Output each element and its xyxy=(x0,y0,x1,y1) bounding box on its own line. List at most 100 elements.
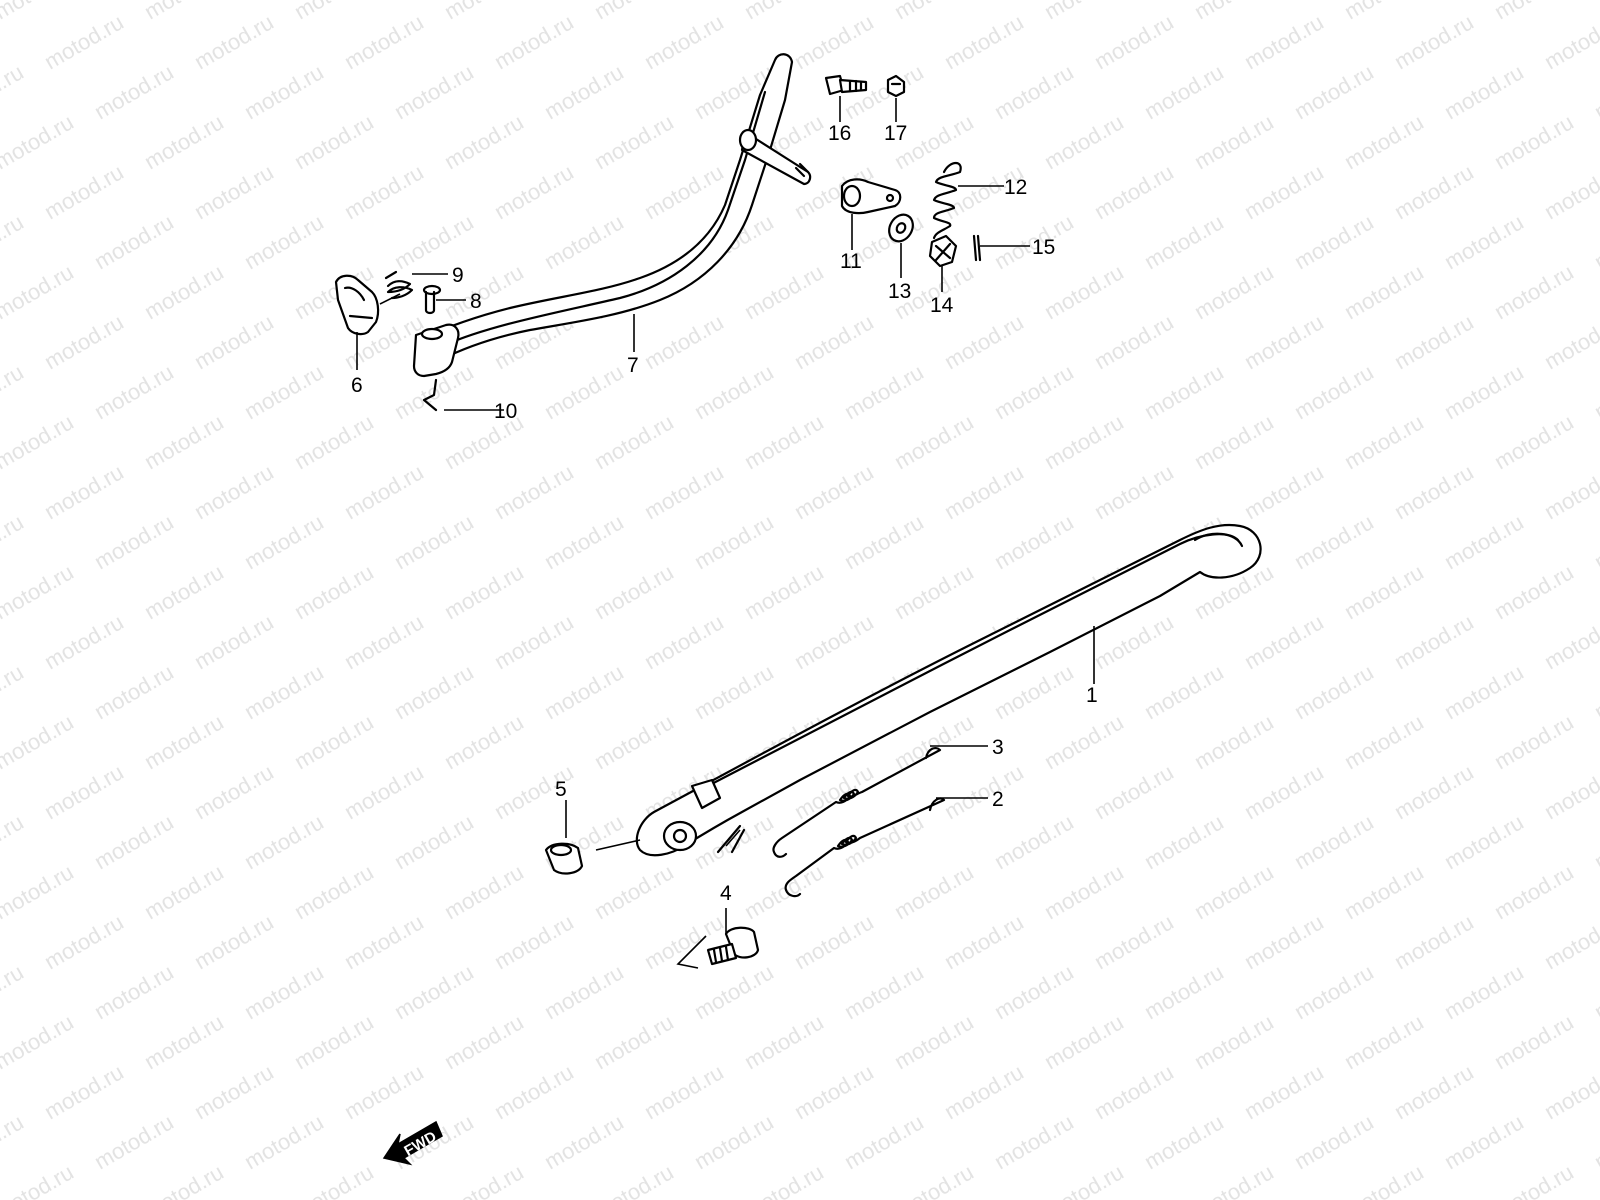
watermark-text: motod.ru xyxy=(1390,459,1478,524)
watermark-text: motod.ru xyxy=(1340,1009,1428,1074)
watermark-text: motod.ru xyxy=(390,659,478,724)
watermark-text: motod.ru xyxy=(40,159,128,224)
watermark-text: motod.ru xyxy=(540,659,628,724)
watermark-text: motod.ru xyxy=(1540,1059,1600,1124)
watermark-text: motod.ru xyxy=(1390,1059,1478,1124)
watermark-text: motod.ru xyxy=(640,159,728,224)
watermark-text: motod.ru xyxy=(490,1059,578,1124)
callout-1: 1 xyxy=(1086,684,1098,707)
watermark-text: motod.ru xyxy=(940,1059,1028,1124)
part-8-pin xyxy=(422,284,442,315)
watermark-text: motod.ru xyxy=(1540,9,1600,74)
part-15-pin xyxy=(972,234,982,262)
watermark-text: motod.ru xyxy=(640,459,728,524)
watermark-text: motod.ru xyxy=(590,1009,678,1074)
watermark-text: motod.ru xyxy=(140,859,228,924)
watermark-text: motod.ru xyxy=(90,659,178,724)
watermark-text: motod.ru xyxy=(0,559,78,624)
watermark-text: motod.ru xyxy=(740,859,828,924)
callout-8: 8 xyxy=(470,290,482,313)
watermark-text: motod.ru xyxy=(1440,509,1528,574)
callout-3: 3 xyxy=(992,736,1004,759)
callout-12: 12 xyxy=(1004,176,1027,199)
callout-11: 11 xyxy=(840,250,862,273)
watermark-text: motod.ru xyxy=(1090,9,1178,74)
watermark-text: motod.ru xyxy=(1140,1109,1228,1174)
watermark-text: motod.ru xyxy=(490,909,578,974)
watermark-text: motod.ru xyxy=(240,359,328,424)
watermark-text: motod.ru xyxy=(1290,1109,1378,1174)
callout-6: 6 xyxy=(351,374,363,397)
watermark-text: motod.ru xyxy=(540,959,628,1024)
watermark-text: motod.ru xyxy=(440,109,528,174)
watermark-text: motod.ru xyxy=(1540,759,1600,824)
watermark-text: motod.ru xyxy=(740,0,828,24)
watermark-text: motod.ru xyxy=(1290,509,1378,574)
watermark-text: motod.ru xyxy=(590,1159,678,1200)
watermark-text: motod.ru xyxy=(1440,659,1528,724)
watermark-text: motod.ru xyxy=(1340,259,1428,324)
watermark-text: motod.ru xyxy=(790,1059,878,1124)
watermark-text: motod.ru xyxy=(140,109,228,174)
watermark-text: motod.ru xyxy=(240,1109,328,1174)
watermark-text: motod.ru xyxy=(1440,209,1528,274)
watermark-text: motod.ru xyxy=(1340,409,1428,474)
watermark-text: motod.ru xyxy=(990,959,1078,1024)
watermark-text: motod.ru xyxy=(1240,159,1328,224)
watermark-text: motod.ru xyxy=(0,209,28,274)
watermark-text: motod.ru xyxy=(940,9,1028,74)
watermark-text: motod.ru xyxy=(290,559,378,624)
watermark-text: motod.ru xyxy=(140,409,228,474)
watermark-text: motod.ru xyxy=(690,959,778,1024)
watermark-text: motod.ru xyxy=(1590,59,1600,124)
watermark-text: motod.ru xyxy=(740,559,828,624)
watermark-text: motod.ru xyxy=(490,9,578,74)
watermark-text: motod.ru xyxy=(1190,259,1278,324)
watermark-text: motod.ru xyxy=(1590,1109,1600,1174)
callout-10: 10 xyxy=(494,400,517,423)
fwd-badge-shape xyxy=(382,1120,443,1166)
watermark-text: motod.ru xyxy=(1090,309,1178,374)
callout-2: 2 xyxy=(992,788,1004,811)
watermark-text: motod.ru xyxy=(390,209,478,274)
watermark-text: motod.ru xyxy=(1240,609,1328,674)
part-5-nut xyxy=(544,842,584,875)
watermark-text: motod.ru xyxy=(40,9,128,74)
watermark-text: motod.ru xyxy=(690,359,778,424)
watermark-text: motod.ru xyxy=(890,1159,978,1200)
watermark-text: motod.ru xyxy=(1590,359,1600,424)
watermark-text: motod.ru xyxy=(340,609,428,674)
watermark-text: motod.ru xyxy=(940,759,1028,824)
watermark-text: motod.ru xyxy=(0,1009,78,1074)
watermark-text: motod.ru xyxy=(0,859,78,924)
watermark-text: motod.ru xyxy=(1090,1059,1178,1124)
watermark-text: motod.ru xyxy=(1490,109,1578,174)
watermark-text: motod.ru xyxy=(90,359,178,424)
watermark-text: motod.ru xyxy=(790,9,878,74)
watermark-text: motod.ru xyxy=(40,759,128,824)
watermark-text: motod.ru xyxy=(0,59,28,124)
watermark-text: motod.ru xyxy=(1590,509,1600,574)
watermark-text: motod.ru xyxy=(890,0,978,24)
watermark-text: motod.ru xyxy=(1040,709,1128,774)
watermark-text: motod.ru xyxy=(1290,659,1378,724)
watermark-text: motod.ru xyxy=(1190,109,1278,174)
watermark-text: motod.ru xyxy=(90,809,178,874)
watermark-text: motod.ru xyxy=(1490,259,1578,324)
callout-7: 7 xyxy=(627,354,639,377)
watermark-text: motod.ru xyxy=(1140,659,1228,724)
watermark-text: motod.ru xyxy=(590,859,678,924)
watermark-text: motod.ru xyxy=(640,1059,728,1124)
watermark-text: motod.ru xyxy=(540,59,628,124)
watermark-text: motod.ru xyxy=(540,209,628,274)
watermark-text: motod.ru xyxy=(1490,1009,1578,1074)
watermark-text: motod.ru xyxy=(1090,909,1178,974)
watermark-text: motod.ru xyxy=(1390,309,1478,374)
watermark-text: motod.ru xyxy=(1290,959,1378,1024)
watermark-text: motod.ru xyxy=(1040,1159,1128,1200)
watermark-text: motod.ru xyxy=(340,759,428,824)
watermark-text: motod.ru xyxy=(690,1109,778,1174)
watermark-text: motod.ru xyxy=(0,509,28,574)
watermark-text: motod.ru xyxy=(690,509,778,574)
watermark-text: motod.ru xyxy=(440,1159,528,1200)
